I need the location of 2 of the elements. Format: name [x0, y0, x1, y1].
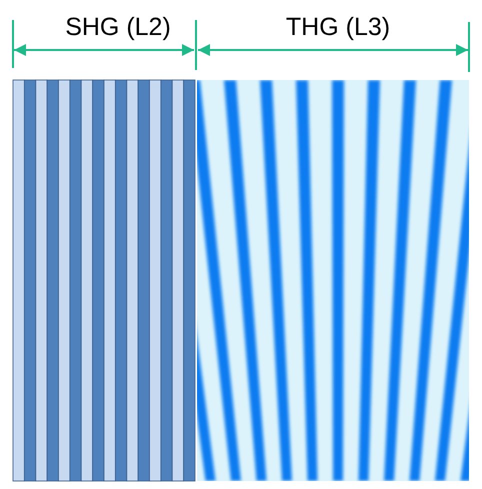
dimension-label: SHG (L2) — [65, 12, 171, 42]
dimension-label: THG (L3) — [286, 12, 390, 42]
